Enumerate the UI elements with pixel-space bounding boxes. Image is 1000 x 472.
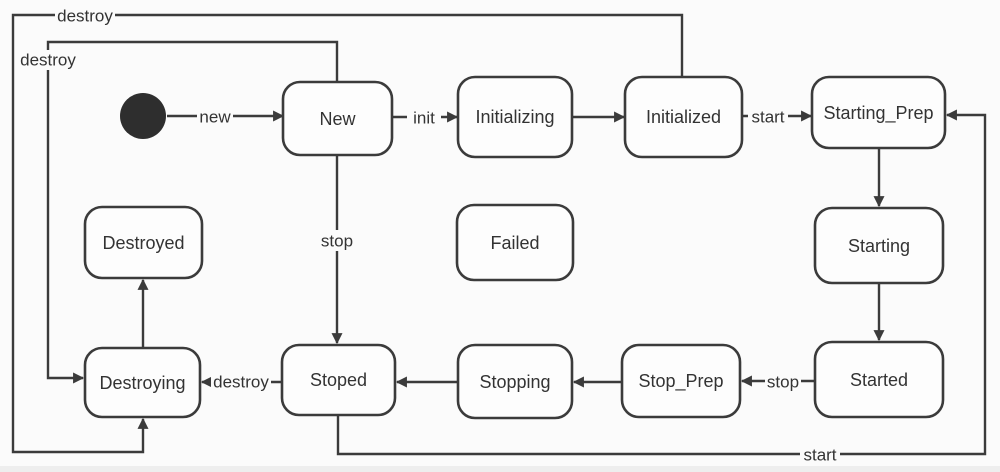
state-failed: Failed	[455, 203, 575, 282]
edge-label-start-bottom-text: start	[803, 446, 836, 465]
bottom-edge-artifact	[0, 466, 1000, 472]
edge-label-destroy-new: destroy	[19, 50, 77, 70]
state-destroying-label: Destroying	[99, 373, 185, 393]
state-starting-label: Starting	[848, 236, 910, 256]
edge-label-stop-vertical-text: stop	[321, 232, 353, 251]
state-stop-prep-label: Stop_Prep	[638, 371, 723, 392]
state-started-label: Started	[850, 370, 908, 390]
edge-label-new: new	[197, 107, 233, 127]
edge-label-init-text: init	[413, 109, 435, 128]
state-starting-prep: Starting_Prep	[810, 75, 947, 150]
state-initialized: Initialized	[623, 75, 744, 159]
edge-label-destroy-initialized-text: destroy	[57, 7, 113, 26]
state-started: Started	[813, 340, 945, 419]
state-stoped-label: Stoped	[310, 370, 367, 390]
state-stopping: Stopping	[456, 343, 574, 420]
edge-label-destroy-initialized: destroy	[55, 7, 115, 26]
state-initializing: Initializing	[456, 75, 574, 159]
edge-label-destroy-stoped: destroy	[211, 373, 271, 392]
state-destroyed-label: Destroyed	[102, 233, 184, 253]
state-stoped: Stoped	[280, 343, 397, 417]
edge-stoped-to-starting-prep	[336, 109, 987, 456]
state-initialized-label: Initialized	[646, 107, 721, 127]
state-stop-prep: Stop_Prep	[620, 343, 742, 419]
edge-label-destroy-new-text: destroy	[20, 51, 76, 70]
state-new: New	[281, 80, 394, 157]
edge-label-start-bottom: start	[800, 446, 840, 465]
state-new-label: New	[319, 109, 356, 129]
initial-state-marker	[120, 93, 166, 139]
edge-label-start-top: start	[748, 108, 788, 127]
edge-label-new-text: new	[199, 108, 231, 127]
edge-label-init: init	[407, 109, 441, 128]
edge-initialized-to-destroying	[11, 13, 684, 454]
state-starting: Starting	[813, 206, 945, 285]
edge-label-stop-right: stop	[765, 373, 801, 392]
edge-label-destroy-stoped-text: destroy	[213, 373, 269, 392]
state-destroyed: Destroyed	[83, 205, 204, 280]
state-starting-prep-label: Starting_Prep	[823, 103, 933, 124]
state-stopping-label: Stopping	[479, 372, 550, 392]
edge-new-to-destroying	[46, 40, 339, 384]
state-initializing-label: Initializing	[475, 107, 554, 127]
state-failed-label: Failed	[490, 233, 539, 253]
edge-label-start-top-text: start	[751, 108, 784, 127]
edge-label-stop-vertical: stop	[318, 230, 356, 251]
edge-label-stop-right-text: stop	[767, 373, 799, 392]
state-destroying: Destroying	[83, 346, 202, 419]
